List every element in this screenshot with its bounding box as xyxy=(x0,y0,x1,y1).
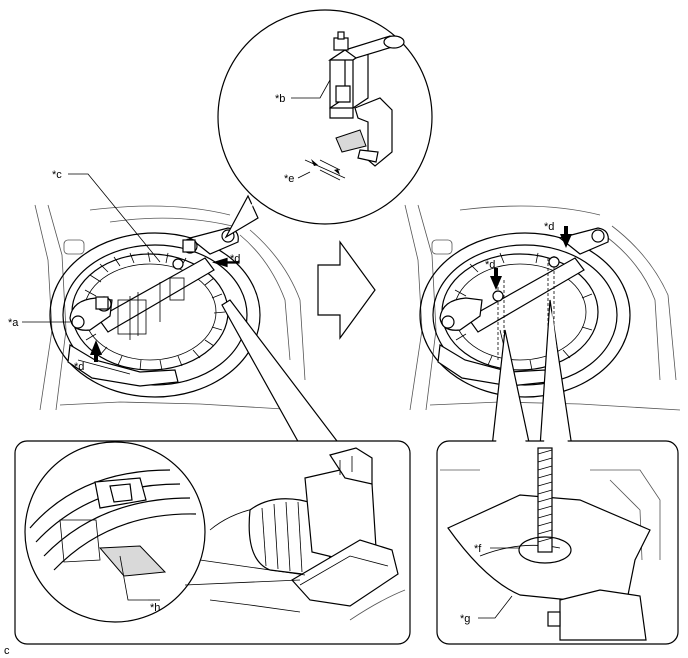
label-a: *a xyxy=(8,317,19,329)
transition-arrow xyxy=(317,240,376,340)
arrow-d-top xyxy=(212,257,240,268)
bottom-right-detail xyxy=(436,299,679,645)
figure-code: c xyxy=(4,645,10,657)
bottom-left-detail xyxy=(14,299,411,645)
arrow-d-bottom xyxy=(90,340,102,362)
arrow-d-right-2 xyxy=(490,268,502,290)
label-d-left-top: *d xyxy=(230,253,240,265)
label-f: *f xyxy=(474,543,482,555)
label-d-left-bottom: *d xyxy=(74,361,84,373)
sst-detail-callout: *b *e xyxy=(217,9,433,239)
label-h: *h xyxy=(150,602,160,614)
left-main-view xyxy=(34,204,306,411)
label-e: *e xyxy=(284,173,294,185)
label-d-right-2: *d xyxy=(485,259,495,271)
label-b: *b xyxy=(275,93,285,105)
label-c: *c xyxy=(52,169,62,181)
arrow-d-right-1 xyxy=(560,226,572,248)
label-g-bottom: *g xyxy=(460,613,470,625)
label-d-right-1: *d xyxy=(544,221,554,233)
right-main-view xyxy=(404,204,681,411)
